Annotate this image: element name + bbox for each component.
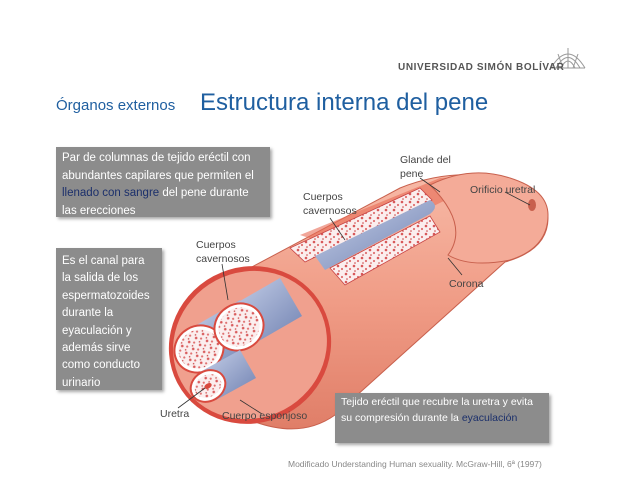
label-uretra: Uretra [160, 408, 190, 420]
leader-glande [419, 177, 441, 193]
label-glande: Glande del pene [400, 154, 451, 180]
leader-cavernosos-left [221, 263, 229, 301]
glans [429, 172, 549, 264]
highlight-text: llenado con sangre [62, 187, 160, 199]
university-logo-text: UNIVERSIDAD SIMÓN BOLÍVAR [398, 62, 565, 73]
corpus-cavernosum-right [213, 278, 302, 352]
label-corona: Corona [449, 278, 484, 290]
exposed-corpus-upper [289, 187, 433, 263]
slide-title: Estructura interna del pene [200, 89, 489, 116]
source-credit: Modificado Understanding Human sexuality… [288, 459, 542, 469]
highlight-text: eyaculación [461, 412, 518, 424]
corpus-spongiosum [189, 350, 256, 403]
leader-corona [447, 257, 463, 276]
urethra-lumen [204, 383, 212, 389]
university-seal-icon [550, 48, 586, 69]
leader-esponjoso [239, 399, 263, 415]
label-orificio-uretral: Orificio uretral [470, 184, 536, 196]
uretra-description-box: Es el canal para la salida de los esperm… [56, 248, 162, 390]
cavernosos-description-box: Par de columnas de tejido eréctil con ab… [56, 147, 270, 217]
leader-uretra [177, 387, 206, 409]
exposed-corpus-lower [329, 215, 441, 286]
label-cuerpos-cavernosos-left: Cuerpos cavernosos [196, 239, 250, 265]
leader-orificio [504, 191, 531, 206]
label-cuerpos-cavernosos-top: Cuerpos cavernosos [303, 191, 357, 217]
urethral-orifice [528, 199, 536, 211]
esponjoso-description-box: Tejido eréctil que recubre la uretra y e… [335, 393, 549, 443]
leader-cavernosos-top [329, 217, 346, 241]
label-cuerpo-esponjoso: Cuerpo esponjoso [222, 410, 308, 422]
section-label: Órganos externos [56, 97, 176, 114]
exposed-blue-inner [315, 200, 435, 270]
